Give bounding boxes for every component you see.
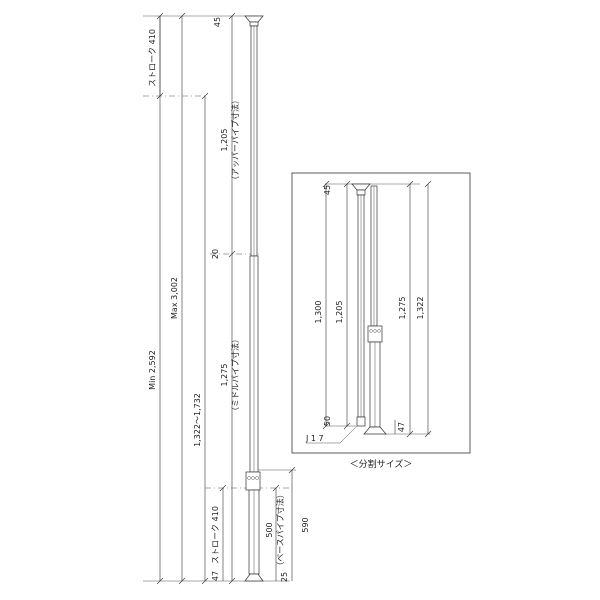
top-cap <box>244 15 264 23</box>
base-caption: （ベースパイプ寸法） <box>275 490 285 570</box>
dim-25-label: 25 <box>280 572 289 582</box>
upper-length-label: 1,205 <box>220 129 229 152</box>
main-view: Min 2,592 ストローク 410 Max 3,002 1,322〜1,73… <box>143 12 310 585</box>
inset-dim-50: 50 <box>323 416 332 426</box>
min-label: Min 2,592 <box>148 350 157 390</box>
pole <box>244 15 264 582</box>
range-label: 1,322〜1,732 <box>193 393 202 447</box>
dimension-ticks <box>156 12 296 585</box>
inset-dim-47: 47 <box>397 422 406 432</box>
dim-45-label: 45 <box>213 17 222 27</box>
inset-joint-label: J 1 7 <box>305 434 324 443</box>
dim-47-label: 47 <box>211 571 220 581</box>
inset-middle-pipe <box>363 185 387 435</box>
bottom-foot <box>244 573 264 582</box>
inset-frame <box>291 172 471 454</box>
inset-dim-1300: 1,300 <box>314 301 323 324</box>
middle-length-label: 1,275 <box>220 364 229 387</box>
dim-20-label: 20 <box>211 249 220 259</box>
upper-caption: （アッパーパイプ寸法） <box>230 96 240 184</box>
max-label: Max 3,002 <box>170 277 179 319</box>
inset-caption: ＜分割サイズ＞ <box>350 458 413 470</box>
stroke-bottom-label: ストローク 410 <box>211 506 220 564</box>
joint <box>245 471 261 491</box>
inset-view: 45 1,300 1,205 50 1,275 1,322 47 J 1 7 ＜… <box>291 172 471 470</box>
base-length-label: 500 <box>265 522 274 537</box>
inset-dim-1205: 1,205 <box>335 301 344 324</box>
top-cap-neck <box>249 21 259 27</box>
inset-dim-1322: 1,322 <box>416 297 425 320</box>
middle-caption: （ミドルパイプ寸法） <box>230 335 240 415</box>
inset-ticks <box>322 180 432 438</box>
inset-dim-45: 45 <box>323 185 332 195</box>
inset-upper-pipe <box>351 183 371 427</box>
inset-dim-1275: 1,275 <box>398 297 407 320</box>
stroke-top-label: ストローク 410 <box>148 29 157 87</box>
inset-joint <box>367 325 383 343</box>
base-total-label: 590 <box>301 517 310 532</box>
